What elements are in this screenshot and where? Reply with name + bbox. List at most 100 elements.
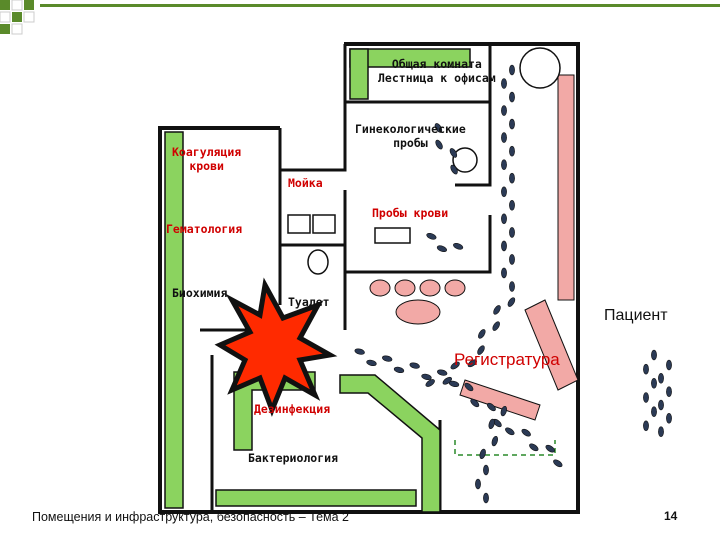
footprint-icon bbox=[477, 345, 485, 355]
footprint-icon bbox=[509, 200, 515, 211]
patient-label: Пациент bbox=[604, 307, 668, 324]
counter-bacteriology bbox=[339, 374, 441, 513]
footprint-icon bbox=[501, 240, 507, 252]
footprint-icon bbox=[509, 91, 515, 103]
footprint-icon bbox=[658, 372, 664, 384]
footprint-icon bbox=[666, 359, 672, 371]
footprint-icon bbox=[651, 349, 657, 361]
footprint-icon bbox=[450, 361, 460, 370]
room-label-sink: Мойка bbox=[288, 176, 323, 190]
footprint-icon bbox=[529, 443, 539, 452]
deco-square bbox=[0, 24, 10, 34]
footprint-icon bbox=[500, 405, 507, 417]
room-label-hematology: Гематология bbox=[166, 222, 243, 236]
deco-square bbox=[11, 23, 23, 35]
footprint-icon bbox=[449, 148, 458, 158]
footprint-icon bbox=[354, 348, 365, 355]
footprint-icon bbox=[509, 145, 515, 157]
footprint-icon bbox=[643, 420, 649, 432]
footprint-icon bbox=[426, 232, 437, 240]
footprint-icon bbox=[501, 159, 507, 170]
footprint-icon bbox=[450, 164, 458, 175]
footprint-icon bbox=[501, 186, 507, 198]
chair bbox=[419, 279, 441, 297]
footprint-icon bbox=[501, 132, 507, 143]
room-label-coagulation: Коагуляция крови bbox=[172, 145, 242, 173]
deco-square bbox=[23, 11, 35, 23]
room-label-bacteriology: Бактериология bbox=[248, 451, 339, 465]
gyn-chair bbox=[452, 147, 478, 173]
footprint-icon bbox=[442, 376, 452, 385]
footprint-icon bbox=[658, 426, 664, 438]
footprint-icon bbox=[436, 245, 447, 253]
chair bbox=[369, 279, 391, 297]
footprint-icon bbox=[643, 392, 649, 403]
footprint-icon bbox=[509, 118, 515, 130]
counter-bact-bottom bbox=[215, 489, 417, 507]
footprint-icon bbox=[493, 305, 501, 315]
table bbox=[395, 299, 441, 325]
footprint-icon bbox=[421, 373, 432, 381]
room-label-gyn: Гинекологические пробы bbox=[355, 122, 466, 150]
footprint-icon bbox=[434, 123, 443, 133]
footprint-icon bbox=[486, 402, 496, 412]
footprint-icon bbox=[478, 329, 486, 339]
footprint-icon bbox=[467, 359, 477, 368]
footprint-icon bbox=[505, 427, 515, 436]
registry-label: Регистратура bbox=[454, 350, 560, 369]
deco-square bbox=[12, 12, 22, 22]
page-number: 14 bbox=[664, 509, 678, 523]
footprint-icon bbox=[507, 297, 516, 307]
footprint-icon bbox=[666, 386, 672, 398]
footprint-icon bbox=[651, 377, 657, 389]
counter-common-side bbox=[349, 48, 369, 100]
footprint-icon bbox=[470, 398, 480, 408]
footprint-icon bbox=[483, 492, 489, 504]
footprint-icon bbox=[409, 362, 420, 369]
wall-blood bbox=[343, 190, 492, 274]
footprint-icon bbox=[509, 227, 515, 238]
footprint-icon bbox=[435, 139, 443, 150]
desk-registry bbox=[524, 299, 579, 391]
desk-right bbox=[557, 74, 575, 301]
room-label-toilet: Туалет bbox=[288, 295, 330, 309]
footprint-icon bbox=[521, 428, 531, 437]
footprint-icon bbox=[464, 382, 474, 392]
chair bbox=[394, 279, 416, 297]
deco-square bbox=[24, 0, 34, 10]
wall-mojka-top bbox=[280, 44, 347, 172]
deco-bar bbox=[40, 4, 720, 7]
room-label-disinfection: Дезинфекция bbox=[254, 402, 331, 416]
footprint-icon bbox=[488, 418, 495, 430]
footprint-icon bbox=[501, 213, 507, 225]
explosion-icon bbox=[214, 277, 338, 417]
footprint-icon bbox=[483, 464, 489, 476]
sink-fixture bbox=[287, 214, 311, 234]
footprint-icon bbox=[501, 267, 507, 279]
footprint-icon bbox=[492, 321, 500, 331]
toilet-fixture bbox=[307, 249, 329, 275]
footprint-icon bbox=[382, 355, 393, 362]
deco-square bbox=[11, 0, 23, 11]
deco-square bbox=[0, 0, 10, 10]
footer-caption: Помещения и инфраструктура, безопасность… bbox=[32, 510, 350, 524]
footprint-icon bbox=[509, 281, 515, 292]
room-label-blood: Пробы крови bbox=[372, 206, 449, 220]
footprint-icon bbox=[643, 363, 649, 375]
footprint-icon bbox=[651, 406, 657, 418]
desk-registry-low bbox=[459, 379, 541, 421]
footprint-icon bbox=[509, 172, 515, 184]
footprint-icon bbox=[509, 254, 515, 265]
counter-left bbox=[164, 131, 184, 509]
footprint-icon bbox=[475, 478, 481, 490]
footprint-icon bbox=[491, 435, 498, 447]
room-label-common: Общая комната Лестница к офисам bbox=[378, 57, 496, 85]
footprint-icon bbox=[509, 64, 515, 76]
footprint-icon bbox=[501, 78, 507, 89]
chair bbox=[444, 279, 466, 297]
footprint-icon bbox=[501, 105, 507, 116]
spiral-stair bbox=[519, 47, 561, 89]
footprint-icon bbox=[545, 444, 555, 453]
dashed-boundary bbox=[454, 440, 556, 456]
